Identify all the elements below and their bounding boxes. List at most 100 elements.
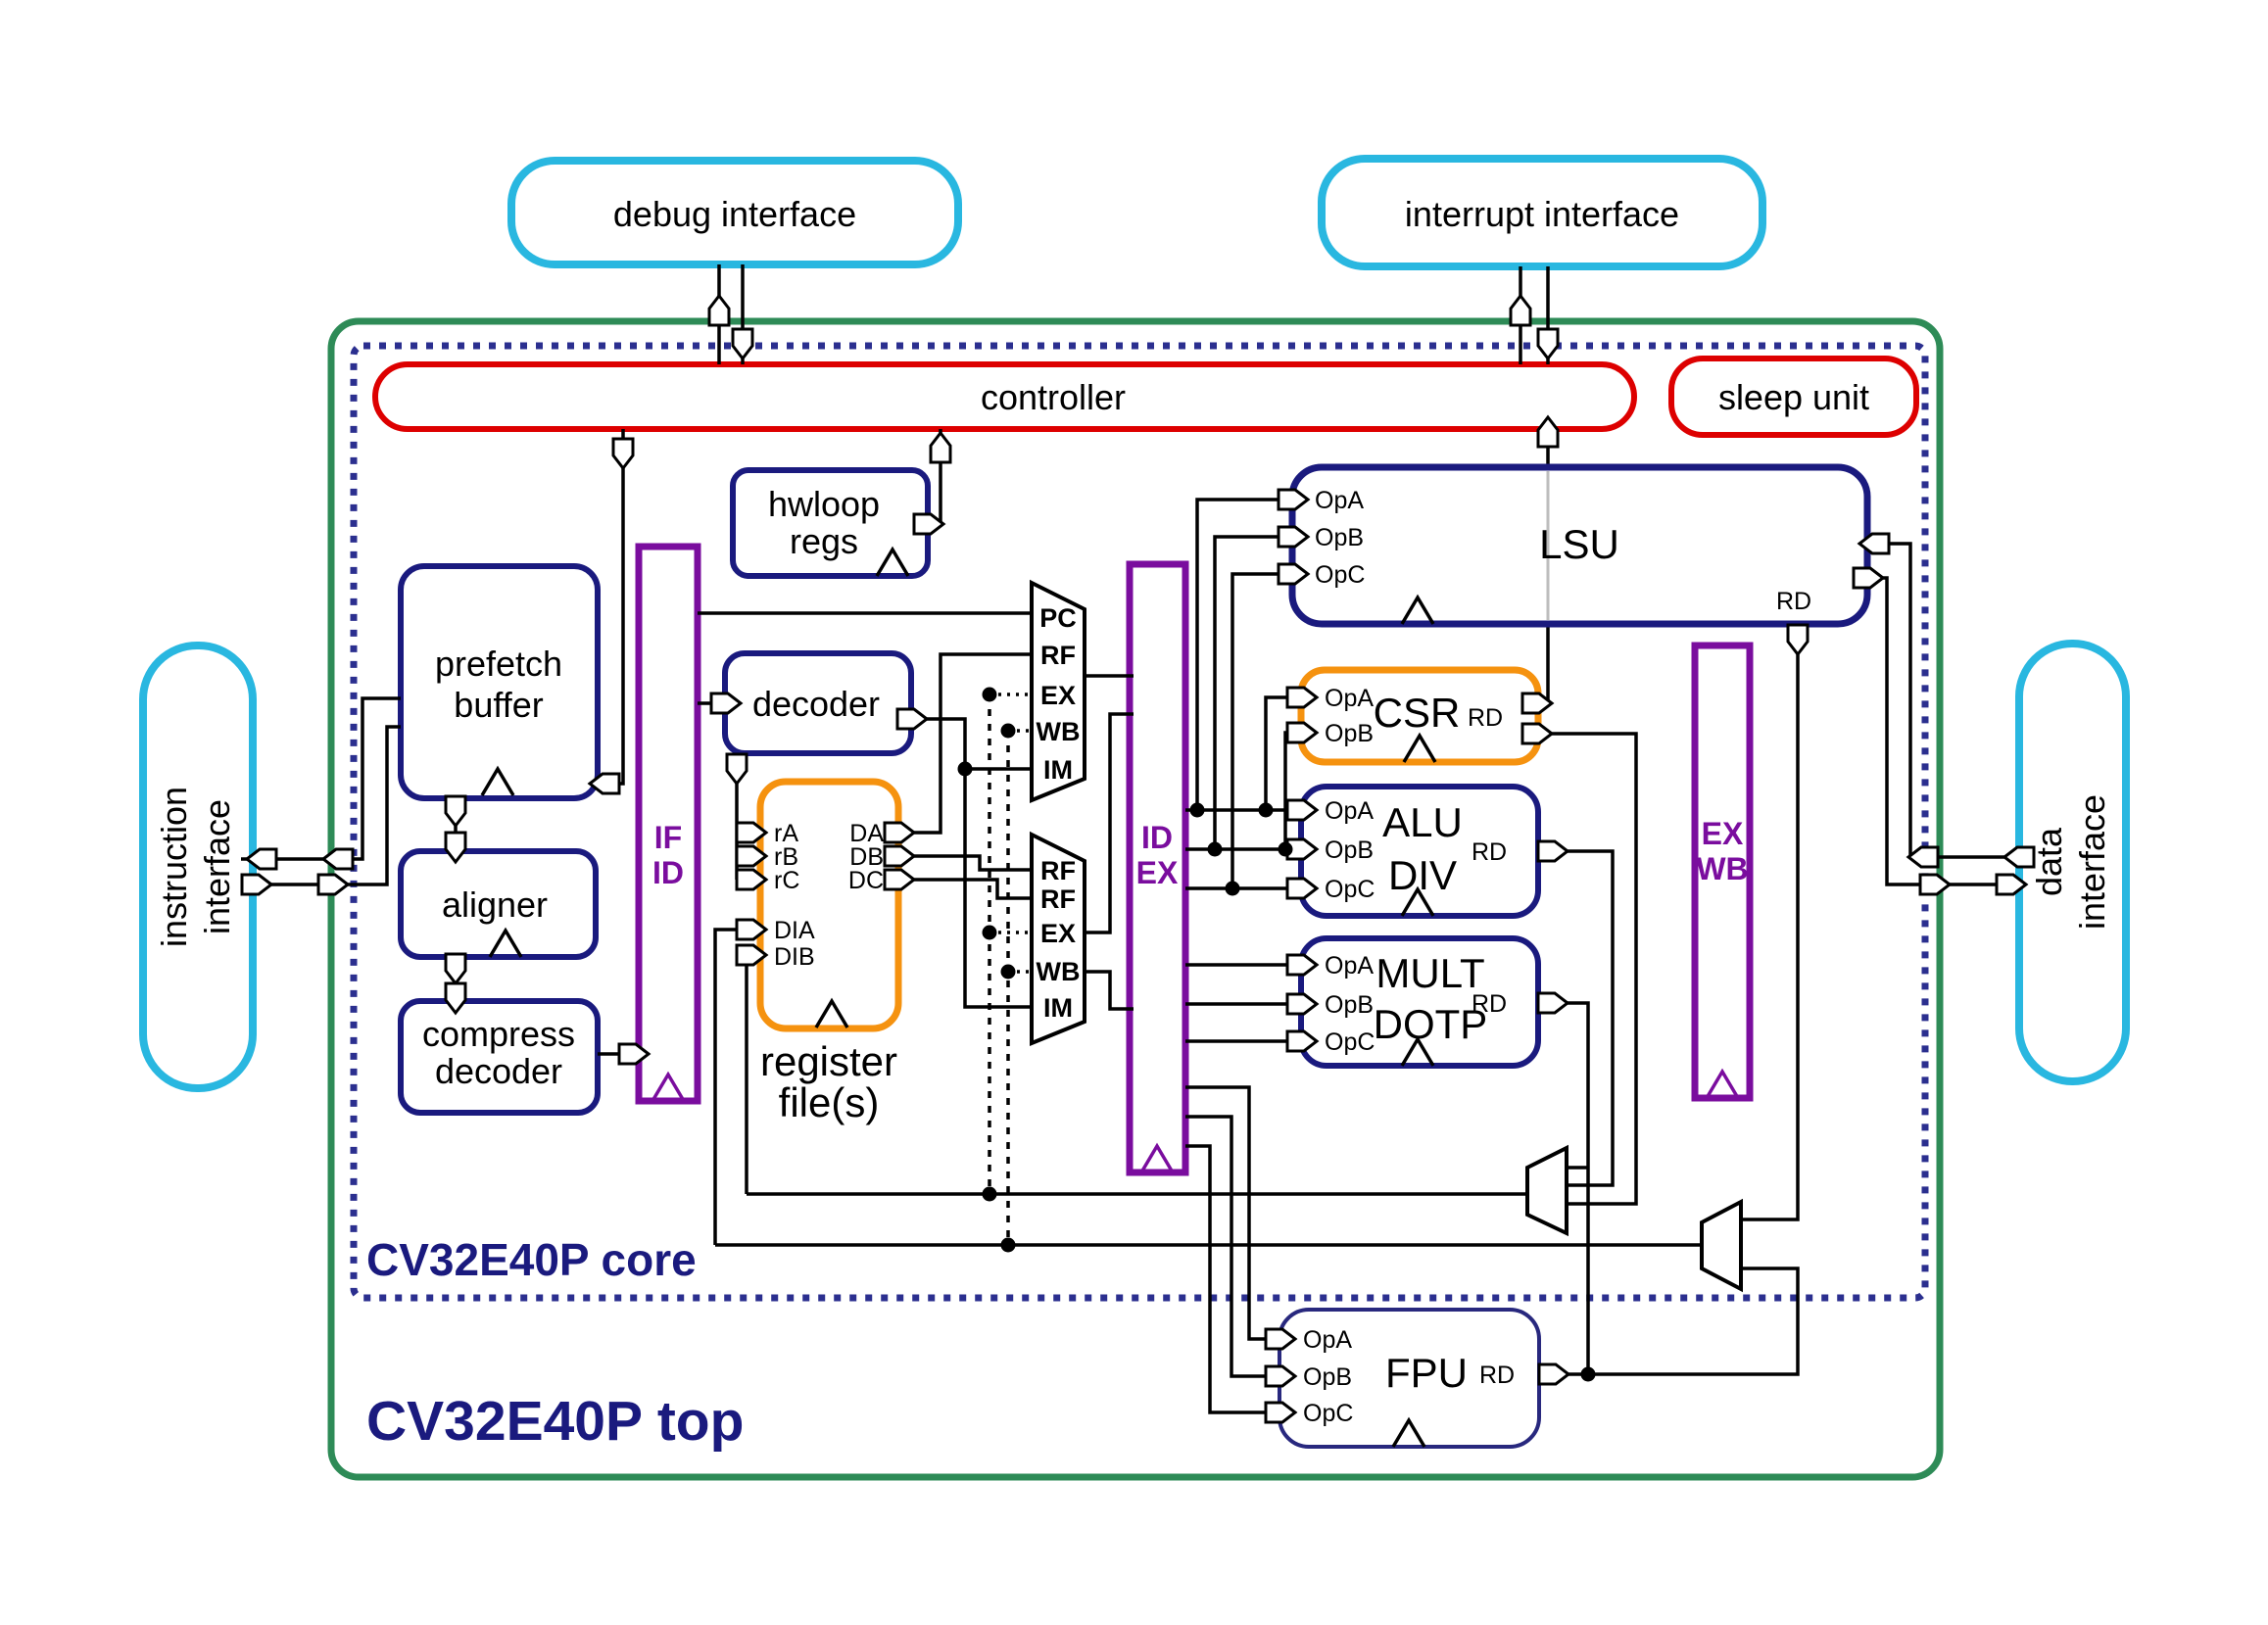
instruction-interface-box	[139, 642, 257, 1092]
dotp-label: DOTP	[1374, 1001, 1488, 1047]
regfile-dib-label: DIB	[774, 943, 815, 971]
alu-opc-label: OpC	[1325, 876, 1375, 903]
controller-box	[372, 361, 1637, 432]
labels-layer: debug interface interrupt interface inst…	[154, 194, 2112, 1453]
alu-rd-wire	[1538, 849, 1615, 1187]
clock-triangle-icon	[1139, 1142, 1175, 1173]
wire-arrowhead-icon	[735, 918, 769, 941]
ex-result-mux	[1525, 1144, 1568, 1237]
wire-arrowhead-icon	[735, 943, 769, 967]
wire-arrowhead-icon	[1509, 293, 1532, 327]
wire-arrowhead-icon	[1264, 1401, 1298, 1424]
register-file-label-line1: register	[760, 1038, 897, 1084]
wire-arrowhead-icon	[1285, 1029, 1320, 1053]
lsu-rd-wire	[1741, 624, 1800, 1221]
mult-opc-label: OpC	[1325, 1028, 1375, 1056]
prefetch-buffer-box	[398, 563, 601, 801]
clock-triangle-icon	[1402, 732, 1437, 763]
wire-junction-dot	[982, 925, 997, 940]
hwloop-label-line2: regs	[790, 521, 858, 561]
fpu-label: FPU	[1385, 1350, 1468, 1396]
wire-arrowhead-icon	[1918, 873, 1953, 896]
wire-junction-dot	[1000, 723, 1016, 739]
cv32e40p-core-label: CV32E40P core	[366, 1234, 697, 1285]
regfile-write-wires	[713, 928, 760, 1245]
regfile-dc-label: DC	[848, 867, 884, 894]
alu-label: ALU	[1382, 799, 1463, 845]
csr-box	[1297, 666, 1542, 766]
clock-triangle-icon	[1400, 885, 1435, 917]
wire-arrowhead-icon	[1285, 686, 1320, 709]
wire-arrowhead-icon	[444, 831, 467, 865]
wire-arrowhead-icon	[725, 752, 748, 787]
wire-arrowhead-icon	[709, 692, 744, 715]
prefetch-label-line2: buffer	[454, 685, 543, 725]
clock-triangle-icon	[1400, 594, 1435, 625]
wire-arrowhead-icon	[1906, 845, 1940, 869]
wire-arrowhead-icon	[1786, 623, 1810, 657]
data-interface-label-line2: interface	[2072, 794, 2112, 930]
debug-interface-box	[507, 157, 962, 268]
wire-arrowhead-icon	[2002, 845, 2036, 869]
regfile-output-wires	[898, 652, 1032, 900]
wire-arrowhead-icon	[731, 327, 754, 361]
lsu-rd-label: RD	[1776, 588, 1811, 615]
fpu-rd-label: RD	[1479, 1362, 1515, 1389]
wire-arrowhead-icon	[1277, 488, 1311, 511]
wire-arrowhead-icon	[1537, 1362, 1571, 1386]
interrupt-interface-label: interrupt interface	[1405, 194, 1679, 234]
wire-junction-dot	[957, 761, 973, 777]
mult-opb-label: OpB	[1325, 991, 1374, 1019]
wire-arrowhead-icon	[617, 1042, 651, 1066]
cv32e40p-top-boundary	[327, 317, 1944, 1481]
operand-b-mux	[1030, 831, 1086, 1046]
controller-label: controller	[981, 377, 1126, 417]
clock-triangle-icon	[1705, 1068, 1740, 1099]
wire-junction-dot	[1278, 841, 1293, 857]
wire-junction-dot	[1000, 1237, 1016, 1253]
wire-arrowhead-icon	[1520, 722, 1555, 745]
wire-arrowhead-icon	[587, 772, 621, 795]
hwloop-label-line1: hwloop	[768, 484, 880, 524]
idex-to-mult-wires	[1185, 963, 1301, 1043]
clock-triangle-icon	[480, 765, 515, 796]
operand-b-mux-labels: RF RF EX WB IM	[1037, 856, 1081, 1023]
mux-b-wb-label: WB	[1037, 957, 1081, 986]
cv32e40p-core-boundary	[350, 342, 1929, 1302]
mux-a-wb-label: WB	[1037, 717, 1081, 746]
mux-b-rf2-label: RF	[1040, 884, 1076, 914]
regfile-rb-label: rB	[774, 843, 798, 871]
fpu-port-labels: OpA OpB OpC RD	[1303, 1326, 1515, 1427]
wire-arrowhead-icon	[1285, 992, 1320, 1016]
compress-label-line2: decoder	[435, 1051, 562, 1091]
wire-junction-dot	[1580, 1366, 1596, 1382]
id-ex-register-bar	[1126, 560, 1189, 1176]
clock-triangles-layer	[480, 546, 1740, 1448]
wire-arrowhead-icon	[1520, 692, 1555, 715]
instruction-interface-label: instruction interface	[154, 787, 237, 947]
wire-junction-dot	[1207, 841, 1223, 857]
operand-a-mux-labels: PC RF EX WB IM	[1037, 603, 1081, 785]
wire-arrowhead-icon	[320, 847, 355, 871]
clock-triangle-icon	[1391, 1416, 1426, 1448]
wire-arrowhead-icon	[735, 868, 769, 891]
ex-wb-label-line2: WB	[1696, 851, 1748, 886]
arrowheads-layer	[240, 293, 2036, 1424]
wire-arrowhead-icon	[929, 430, 952, 464]
csr-rd-label: RD	[1468, 704, 1503, 732]
lsu-operand-wires	[1195, 498, 1292, 888]
wire-arrowhead-icon	[1277, 525, 1311, 549]
controller-to-prefetch-wire	[598, 429, 625, 786]
csr-port-labels: OpA OpB RD	[1325, 685, 1503, 747]
wire-arrowhead-icon	[1995, 873, 2029, 896]
wire-junction-dot	[982, 1186, 997, 1202]
regfile-db-label: DB	[849, 843, 884, 871]
if-id-label-line1: IF	[654, 820, 682, 855]
instruction-interface-label-line1: instruction	[154, 787, 194, 947]
alu-rd-label: RD	[1472, 838, 1507, 866]
instruction-interface-label-line2: interface	[197, 799, 237, 934]
wire-arrowhead-icon	[240, 873, 274, 896]
wire-arrowhead-icon	[707, 293, 731, 327]
wire-arrowhead-icon	[1277, 562, 1311, 586]
wire-arrowhead-icon	[444, 794, 467, 829]
